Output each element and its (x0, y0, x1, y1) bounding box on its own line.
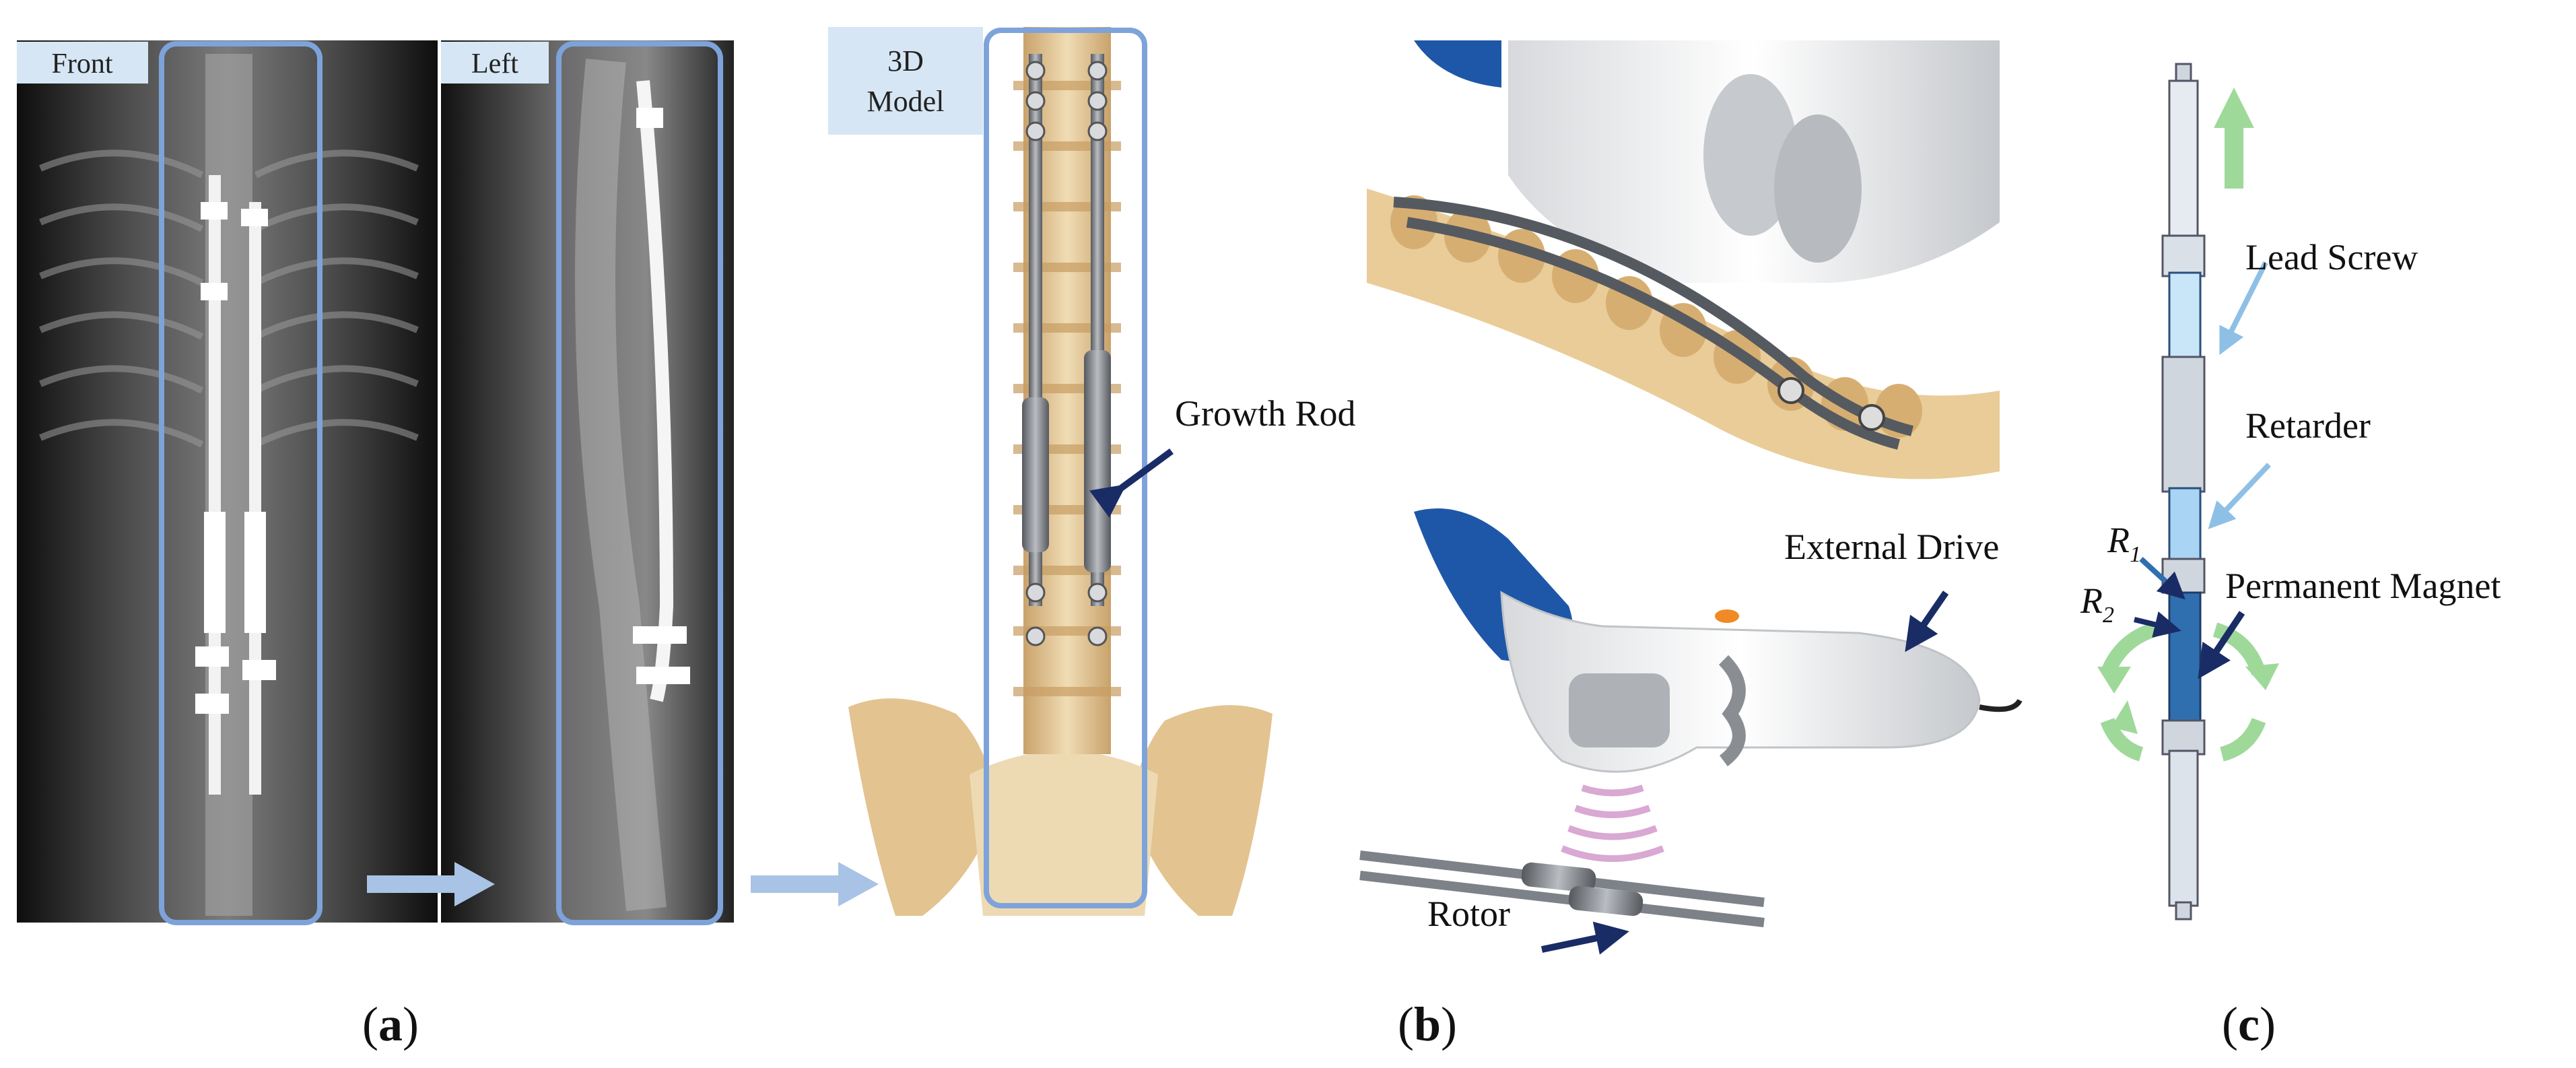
panel-b: External Drive Rotor (b) (1359, 40, 2023, 1051)
r1-label-sub: 1 (2130, 542, 2141, 567)
rod-cross-section (2161, 63, 2206, 921)
r1-label-base: R (2107, 520, 2130, 560)
r1-label: R1 (2107, 520, 2141, 567)
external-drive-arrow (1905, 591, 1949, 653)
front-label-bg (17, 42, 148, 84)
r2-label-sub: 2 (2103, 603, 2114, 628)
external-drive-image (1359, 508, 2023, 927)
highlight-box-left (556, 41, 723, 925)
panel-a: Front Left (17, 27, 1356, 1051)
xray-left-label: Left (471, 48, 518, 79)
r2-arrow (2134, 611, 2181, 638)
retarder-label: Retarder (2245, 405, 2371, 446)
caption-b: (b) (1398, 997, 1457, 1051)
flow-arrow-2 (751, 862, 879, 906)
growth-rod-arrow (1089, 448, 1174, 518)
extension-arrow (2214, 88, 2254, 189)
device-over-spine-image (1367, 40, 2000, 479)
caption-b-letter: b (1414, 997, 1441, 1051)
flow-arrow-1 (367, 862, 495, 906)
permanent-magnet-arrow (2198, 611, 2245, 679)
highlight-box-front (159, 41, 323, 925)
caption-a: (a) (362, 997, 419, 1051)
rotation-arrowheads (2097, 663, 2279, 734)
spine-3d-model (848, 27, 1273, 916)
external-drive-label: External Drive (1784, 527, 1999, 567)
panel-c: Lead Screw Retarder R1 R2 Permanent Magn… (2080, 63, 2501, 1051)
rotor-arrow (1540, 921, 1629, 955)
rotor-label: Rotor (1427, 894, 1510, 934)
model-label-line1: 3D (887, 44, 924, 77)
lead-screw-label: Lead Screw (2245, 237, 2418, 277)
r2-label: R2 (2080, 580, 2114, 628)
growth-rod-label: Growth Rod (1175, 393, 1356, 434)
permanent-magnet-label: Permanent Magnet (2225, 566, 2501, 606)
r2-label-base: R (2080, 580, 2103, 621)
xray-front-image (17, 40, 438, 923)
retarder-arrow (2208, 463, 2271, 529)
xray-left-image (441, 40, 734, 923)
lead-screw-arrow (2219, 261, 2268, 356)
xray-front-label: Front (51, 48, 112, 79)
caption-c: (c) (2222, 997, 2276, 1051)
caption-a-letter: a (378, 997, 403, 1051)
left-label-bg (441, 42, 549, 84)
model-label-bg (828, 27, 983, 135)
caption-c-letter: c (2238, 997, 2260, 1051)
r1-arrow (2139, 557, 2185, 600)
model-label-line2: Model (867, 85, 945, 118)
